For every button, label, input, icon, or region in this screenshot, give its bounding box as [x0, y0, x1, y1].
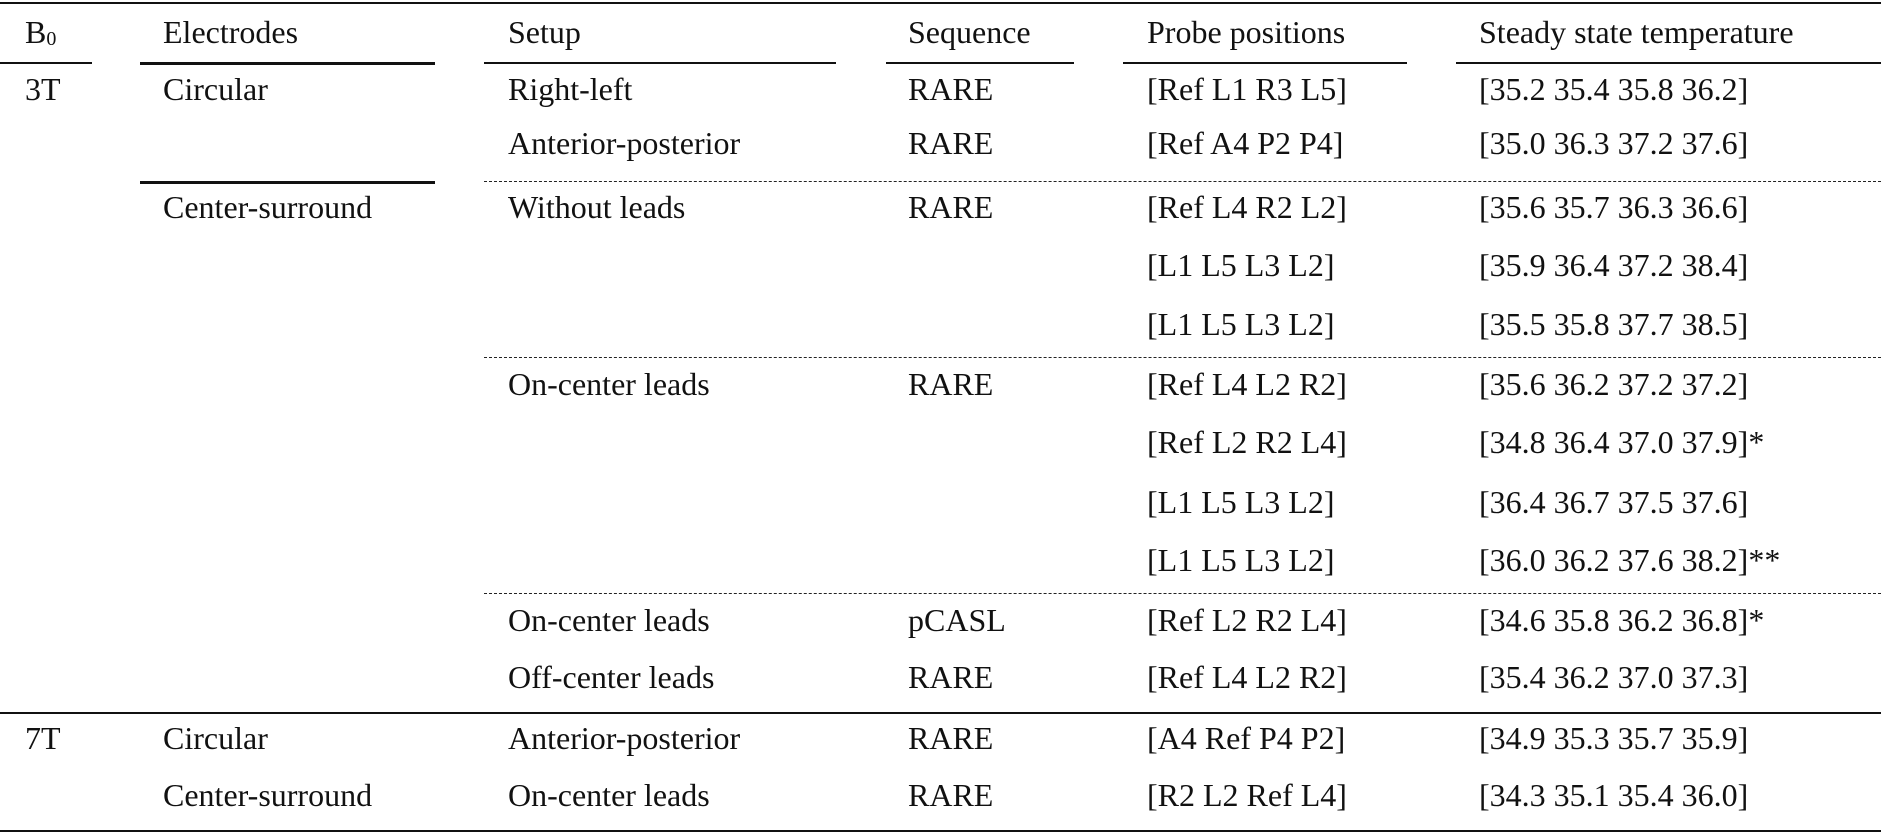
- cell-setup: On-center leads: [508, 602, 710, 638]
- header-steady-state-temperature: Steady state temperature: [1479, 14, 1794, 50]
- cell-temp: [34.3 35.1 35.4 36.0]: [1479, 777, 1749, 813]
- cell-setup: On-center leads: [508, 366, 710, 402]
- cell-temp: [35.9 36.4 37.2 38.4]: [1479, 247, 1749, 283]
- cell-temp: [35.2 35.4 35.8 36.2]: [1479, 71, 1749, 107]
- cell-probe: [Ref L1 R3 L5]: [1147, 71, 1347, 107]
- cell-setup: Right-left: [508, 71, 633, 107]
- cell-probe: [Ref L4 L2 R2]: [1147, 366, 1347, 402]
- cell-probe: [R2 L2 Ref L4]: [1147, 777, 1347, 813]
- cell-temp: [35.0 36.3 37.2 37.6]: [1479, 125, 1749, 161]
- top-rule: [0, 2, 1881, 4]
- cell-setup: Anterior-posterior: [508, 125, 741, 161]
- cell-probe: [L1 L5 L3 L2]: [1147, 306, 1335, 342]
- section-rule-7t: [0, 712, 1881, 714]
- header-sequence: Sequence: [908, 14, 1031, 50]
- header-b0-text: B: [25, 14, 47, 50]
- cell-probe: [Ref L2 R2 L4]: [1147, 424, 1347, 460]
- header-setup: Setup: [508, 14, 581, 50]
- cell-probe: [L1 L5 L3 L2]: [1147, 247, 1335, 283]
- cell-probe: [A4 Ref P4 P2]: [1147, 720, 1346, 756]
- cell-probe: [Ref L4 L2 R2]: [1147, 659, 1347, 695]
- dashed-rule-3: [484, 593, 1881, 594]
- cell-sequence: RARE: [908, 189, 994, 225]
- cell-b0: 7T: [25, 720, 61, 756]
- cell-sequence: RARE: [908, 659, 994, 695]
- header-underline-temp: [1456, 62, 1881, 64]
- header-b0: B0: [25, 14, 56, 57]
- cell-setup: Off-center leads: [508, 659, 715, 695]
- cell-temp: [34.6 35.8 36.2 36.8]*: [1479, 602, 1765, 638]
- electrodes-group-rule: [140, 181, 435, 184]
- header-underline-probe: [1123, 62, 1407, 64]
- cell-electrodes: Center-surround: [163, 189, 373, 225]
- header-electrodes: Electrodes: [163, 14, 299, 50]
- cell-probe: [Ref A4 P2 P4]: [1147, 125, 1344, 161]
- cell-electrodes: Circular: [163, 720, 268, 756]
- cell-temp: [34.8 36.4 37.0 37.9]*: [1479, 424, 1765, 460]
- cell-b0: 3T: [25, 71, 61, 107]
- header-probe-positions: Probe positions: [1147, 14, 1346, 50]
- header-underline-setup: [484, 62, 836, 64]
- bottom-rule: [0, 830, 1881, 832]
- header-underline-sequence: [886, 62, 1074, 64]
- cell-temp: [35.6 35.7 36.3 36.6]: [1479, 189, 1749, 225]
- cell-setup: Without leads: [508, 189, 686, 225]
- cell-setup: Anterior-posterior: [508, 720, 741, 756]
- cell-temp: [34.9 35.3 35.7 35.9]: [1479, 720, 1749, 756]
- cell-sequence: RARE: [908, 71, 994, 107]
- cell-electrodes: Circular: [163, 71, 268, 107]
- cell-sequence: RARE: [908, 777, 994, 813]
- cell-temp: [35.5 35.8 37.7 38.5]: [1479, 306, 1749, 342]
- header-b0-subscript: 0: [46, 28, 57, 50]
- cell-probe: [L1 L5 L3 L2]: [1147, 542, 1335, 578]
- cell-temp: [36.4 36.7 37.5 37.6]: [1479, 484, 1749, 520]
- header-underline-electrodes: [140, 62, 435, 65]
- cell-sequence: RARE: [908, 366, 994, 402]
- cell-setup: On-center leads: [508, 777, 710, 813]
- cell-probe: [Ref L2 R2 L4]: [1147, 602, 1347, 638]
- cell-electrodes: Center-surround: [163, 777, 373, 813]
- dashed-rule-1: [484, 181, 1881, 182]
- cell-sequence: RARE: [908, 720, 994, 756]
- cell-sequence: pCASL: [908, 602, 1006, 638]
- dashed-rule-2: [484, 357, 1881, 358]
- cell-probe: [L1 L5 L3 L2]: [1147, 484, 1335, 520]
- cell-sequence: RARE: [908, 125, 994, 161]
- cell-temp: [35.6 36.2 37.2 37.2]: [1479, 366, 1749, 402]
- cell-temp: [35.4 36.2 37.0 37.3]: [1479, 659, 1749, 695]
- cell-temp: [36.0 36.2 37.6 38.2]**: [1479, 542, 1781, 578]
- header-underline-b0: [0, 62, 92, 64]
- cell-probe: [Ref L4 R2 L2]: [1147, 189, 1347, 225]
